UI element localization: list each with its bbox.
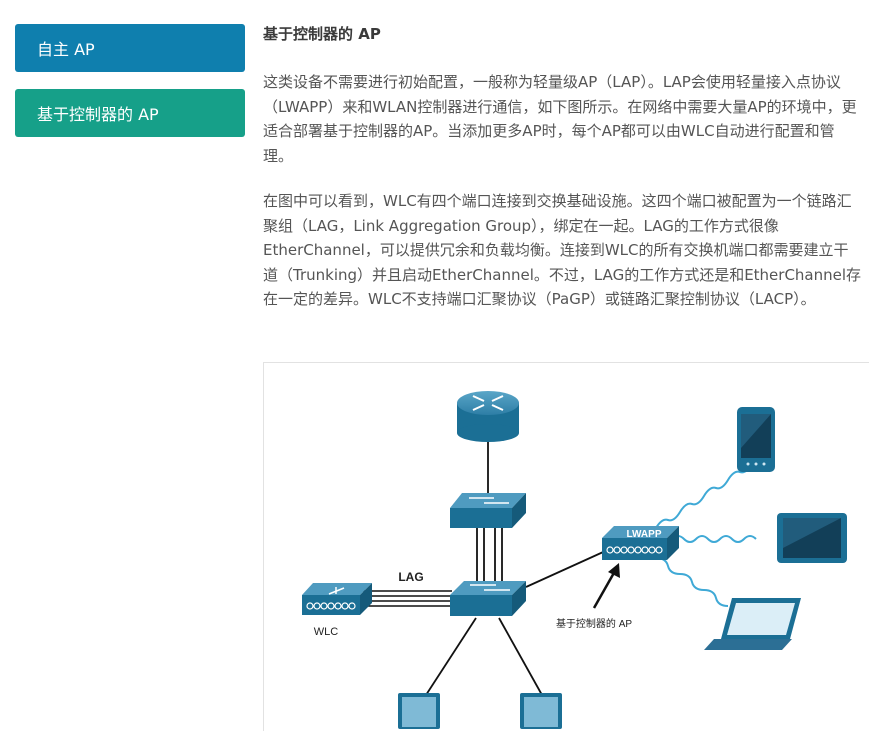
wireless-to-tablet [671, 535, 757, 543]
wlc-label: WLC [314, 626, 339, 638]
main-content: 基于控制器的 AP 这类设备不需要进行初始配置，一般称为轻量级AP（LAP）。L… [263, 24, 863, 333]
switch-to-pc1-link [425, 617, 477, 696]
tab-controller-based-ap-label: 基于控制器的 AP [37, 105, 159, 124]
paragraph-2: 在图中可以看到，WLC有四个端口连接到交换基础设施。这四个端口被配置为一个链路汇… [263, 192, 862, 308]
switch-core-icon [450, 581, 526, 616]
router-icon [457, 391, 519, 442]
lag-bundle [361, 590, 452, 607]
wlc-icon [302, 583, 372, 615]
laptop-icon [704, 598, 801, 650]
switch-to-pc2-link [498, 617, 543, 696]
wireless-to-laptop [655, 557, 729, 607]
lwapp-label: LWAPP [626, 529, 661, 540]
switch-to-ap-link [525, 547, 613, 588]
lightweight-ap-icon [602, 526, 679, 560]
ap-caption: 基于控制器的 AP [556, 617, 632, 630]
section-heading: 基于控制器的 AP [263, 25, 381, 43]
tab-autonomous-ap[interactable]: 自主 AP [15, 24, 245, 72]
pc-2-icon [520, 693, 562, 729]
paragraph-1: 这类设备不需要进行初始配置，一般称为轻量级AP（LAP）。LAP会使用轻量接入点… [263, 73, 857, 165]
smartphone-icon [737, 407, 775, 472]
tablet-icon [777, 513, 847, 563]
wired-links [425, 433, 613, 696]
pc-1-icon [398, 693, 440, 729]
wireless-links [655, 463, 757, 607]
network-diagram: LAG [263, 362, 869, 731]
wireless-to-phone [655, 463, 753, 529]
tab-autonomous-ap-label: 自主 AP [37, 40, 95, 59]
tab-controller-based-ap[interactable]: 基于控制器的 AP [15, 89, 245, 137]
lag-label: LAG [398, 570, 423, 584]
switch-upper-icon [450, 493, 526, 528]
ap-pointer-arrow [592, 563, 620, 609]
